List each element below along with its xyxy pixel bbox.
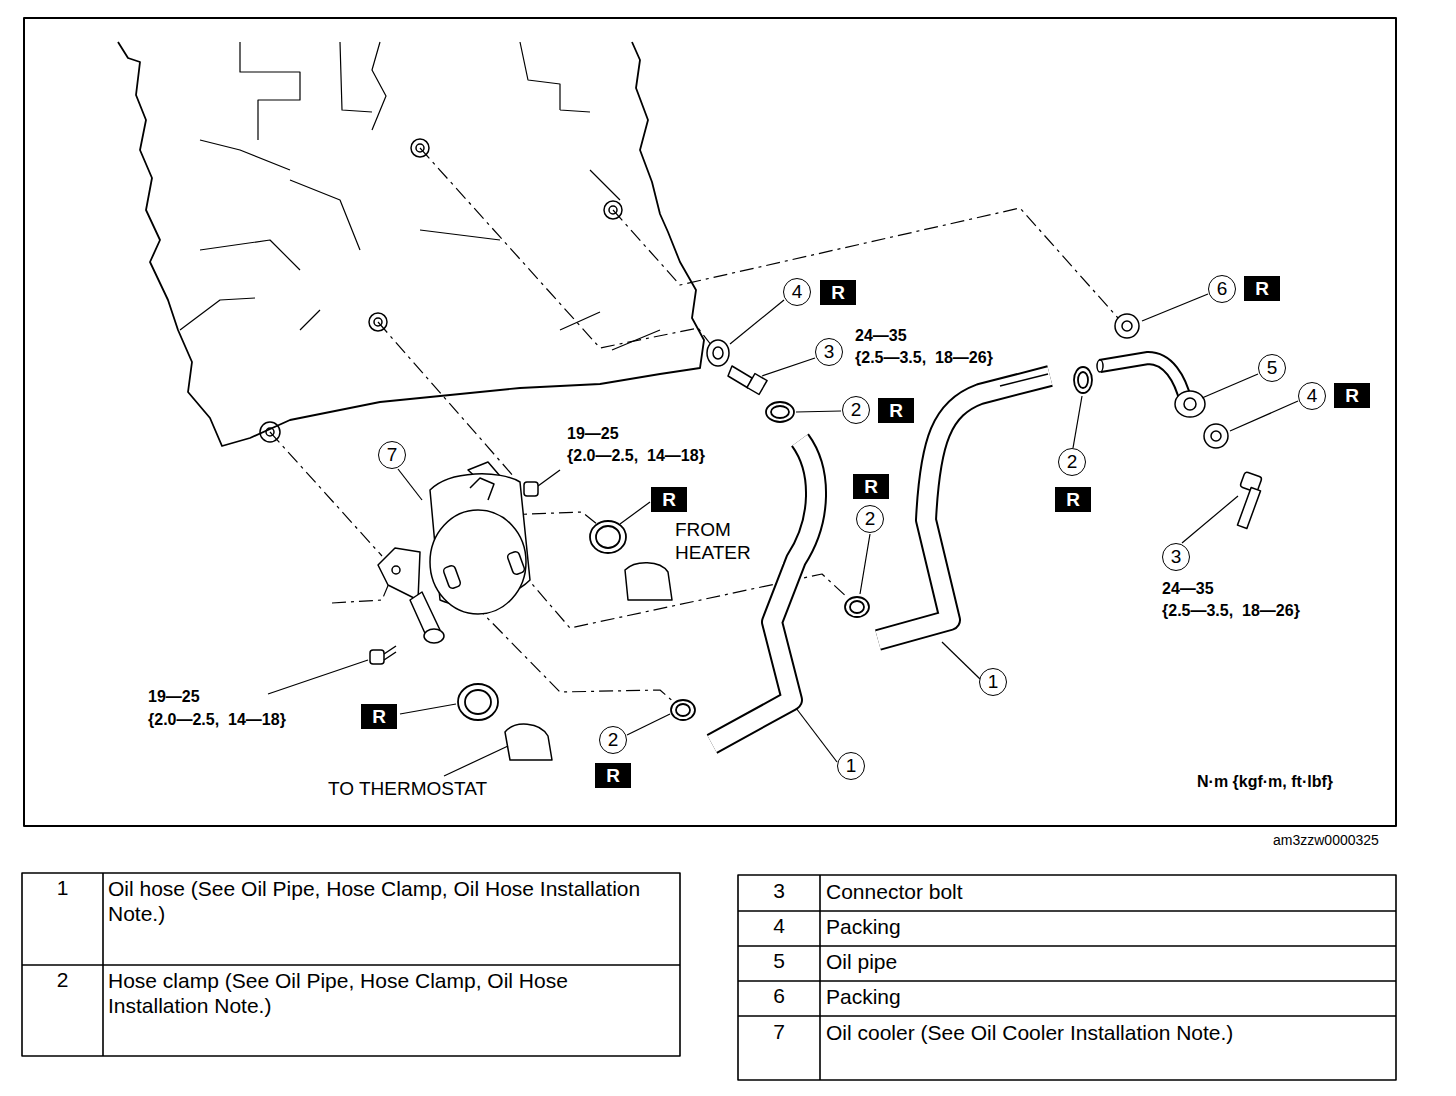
torque-value: N·m {kgf·m, ft·lbf} (1195, 772, 1335, 792)
table-number: 5 (738, 949, 820, 973)
figure-code: am3zzw0000325 (1273, 832, 1379, 848)
oil-cooler (378, 462, 530, 643)
bolt-hole (260, 139, 622, 442)
callout-number: 2 (856, 505, 884, 533)
table-cell: Packing (826, 914, 1386, 939)
callout-number: 4 (783, 278, 811, 306)
torque-value: 19—25 (146, 687, 202, 707)
callout-number: 6 (1208, 275, 1236, 303)
callout-number: 2 (842, 396, 870, 424)
torque-value: {2.5—3.5, 18—26} (853, 348, 995, 368)
table-number: 6 (738, 984, 820, 1008)
torque-value: {2.5—3.5, 18—26} (1160, 601, 1302, 621)
callout-number: 2 (1058, 448, 1086, 476)
table-grid (22, 873, 1396, 1080)
torque-value: 19—25 (565, 424, 621, 444)
table-cell: Oil cooler (See Oil Cooler Installation … (826, 1020, 1386, 1045)
callout-number: 1 (979, 668, 1007, 696)
callout-number: 2 (599, 726, 627, 754)
hose-clamp (458, 367, 1092, 720)
engine-outline (118, 42, 704, 446)
engine-detail (180, 42, 660, 350)
table-number: 2 (22, 968, 103, 992)
direction-label: TO THERMOSTAT (326, 777, 489, 800)
callout-number: 5 (1258, 354, 1286, 382)
callout-number: 3 (1162, 543, 1190, 571)
table-number: 7 (738, 1020, 820, 1044)
replace-mark: R (361, 704, 397, 729)
torque-value: {2.0—2.5, 14—18} (565, 446, 707, 466)
replace-mark: R (820, 280, 856, 305)
direction-label: FROM HEATER (673, 518, 783, 564)
callout-number: 1 (837, 752, 865, 780)
table-cell: Connector bolt (826, 879, 1386, 904)
callout-number: 4 (1298, 382, 1326, 410)
oil-pipe (1097, 358, 1205, 417)
replace-mark: R (595, 763, 631, 788)
torque-value: 24—35 (853, 326, 909, 346)
table-number: 3 (738, 879, 820, 903)
replace-mark: R (853, 474, 889, 499)
replace-mark: R (878, 398, 914, 423)
table-number: 4 (738, 914, 820, 938)
assembly-line (270, 148, 1118, 704)
table-cell: Oil pipe (826, 949, 1386, 974)
frame (24, 18, 1396, 826)
replace-mark: R (651, 487, 687, 512)
packing (707, 314, 1228, 448)
callout-number: 3 (815, 338, 843, 366)
replace-mark: R (1334, 383, 1370, 408)
replace-mark: R (1055, 487, 1091, 512)
table-cell: Hose clamp (See Oil Pipe, Hose Clamp, Oi… (108, 968, 668, 1018)
hose-stub (505, 563, 672, 760)
torque-value: 24—35 (1160, 579, 1216, 599)
leader-line (268, 294, 1298, 776)
replace-mark: R (1244, 276, 1280, 301)
table-cell: Oil hose (See Oil Pipe, Hose Clamp, Oil … (108, 876, 668, 926)
table-cell: Packing (826, 984, 1386, 1009)
connector-bolt (370, 366, 1262, 664)
callout-number: 7 (378, 441, 406, 469)
torque-value: {2.0—2.5, 14—18} (146, 710, 288, 730)
table-number: 1 (22, 876, 103, 900)
